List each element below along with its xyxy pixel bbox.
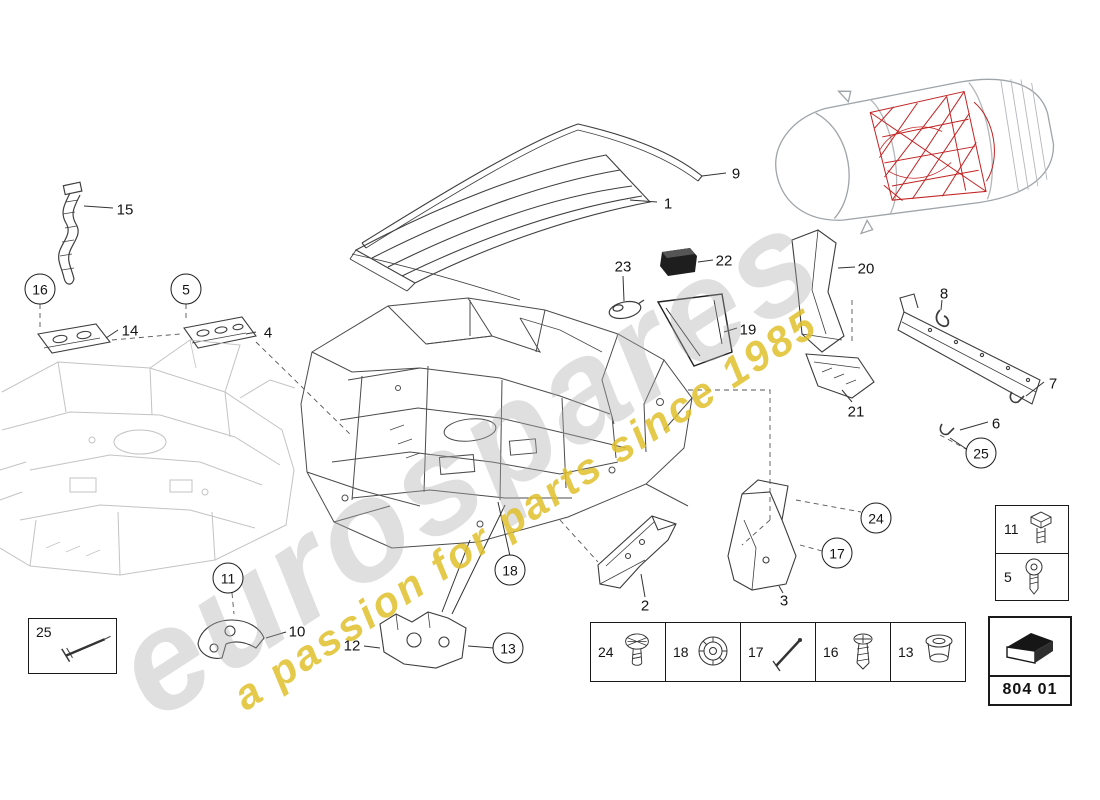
sill-part-2 [597,515,677,589]
legend-number: 11 [1004,521,1019,538]
direction-arrow-icon [990,618,1070,675]
legend-box-25[interactable]: 25 [28,618,117,674]
rivet-pin-icon [60,635,111,662]
shim-plate-14 [37,323,111,354]
leader-lines [83,172,1045,649]
car-top-view-outline [775,78,1055,235]
screw-icon [853,633,873,670]
body-in-white [300,297,693,549]
callout-14[interactable]: 14 [121,322,139,340]
bracket-12 [379,611,467,669]
callout-8[interactable]: 8 [939,285,949,303]
legend-number: 17 [748,644,764,660]
torx-screw-icon [1025,558,1043,595]
callout-17[interactable]: 17 [821,537,853,569]
diagram-code: 804 01 [990,675,1070,704]
clip-23 [608,299,645,320]
callout-13[interactable]: 13 [492,632,524,664]
legend-number: 24 [598,644,614,660]
hook-8 [935,309,950,328]
legend-number: 16 [823,644,839,660]
legend-cell-18[interactable]: 18 [665,623,740,681]
legend-number: 5 [1004,568,1012,585]
callout-25[interactable]: 25 [965,437,997,469]
roof-panel-part [349,154,652,292]
callout-22[interactable]: 22 [715,252,733,270]
callout-4[interactable]: 4 [263,324,273,342]
legend-number-25: 25 [36,624,52,640]
rocker-panel-right [897,293,1041,405]
rivet-icon [772,638,802,672]
callout-10[interactable]: 10 [288,623,306,641]
callout-3[interactable]: 3 [779,592,789,610]
callout-19[interactable]: 19 [739,321,757,339]
callout-18[interactable]: 18 [494,554,526,586]
legend-number: 13 [898,644,914,660]
legend-cell-5[interactable]: 5 [996,552,1068,601]
legend-cell-11[interactable]: 11 [996,506,1068,553]
clip-6 [939,423,955,436]
grommet-icon [624,633,649,666]
side-legend: 11 5 [995,505,1069,601]
callout-16[interactable]: 16 [24,273,56,305]
callout-20[interactable]: 20 [857,260,875,278]
drain-tube-part [58,181,83,285]
callout-7[interactable]: 7 [1048,375,1058,393]
pillar-part-3 [727,479,797,591]
sleeve-icon [925,634,953,663]
callout-23[interactable]: 23 [614,258,632,276]
damper-block-22 [660,248,697,276]
construction-lines [39,300,967,615]
bracket-21 [805,353,875,399]
callout-6[interactable]: 6 [991,415,1001,433]
car-roof-highlight [869,90,995,201]
callout-24[interactable]: 24 [860,502,892,534]
callout-11[interactable]: 11 [212,562,244,594]
pillar-trim-20 [791,229,845,353]
rear-body-faint [0,339,296,576]
plug-icon [698,636,728,666]
clip-7 [1009,391,1025,404]
bolt-icon [1030,511,1052,544]
legend-number: 18 [673,644,689,660]
diagram-code-box: 804 01 [988,616,1072,706]
bracket-10 [197,619,265,659]
callout-2[interactable]: 2 [640,597,650,615]
legend-cell-24[interactable]: 24 [591,623,665,681]
legend-cell-17[interactable]: 17 [740,623,815,681]
corner-panel-19 [656,293,733,367]
callout-21[interactable]: 21 [847,403,865,421]
fastener-legend-row: 24 18 17 16 [590,622,966,682]
callout-5[interactable]: 5 [170,273,202,305]
legend-cell-13[interactable]: 13 [890,623,965,681]
callout-15[interactable]: 15 [116,201,134,219]
callout-9[interactable]: 9 [731,165,741,183]
callout-12[interactable]: 12 [343,637,361,655]
legend-cell-16[interactable]: 16 [815,623,890,681]
callout-1[interactable]: 1 [663,195,673,213]
roof-seal-strip [351,123,703,301]
